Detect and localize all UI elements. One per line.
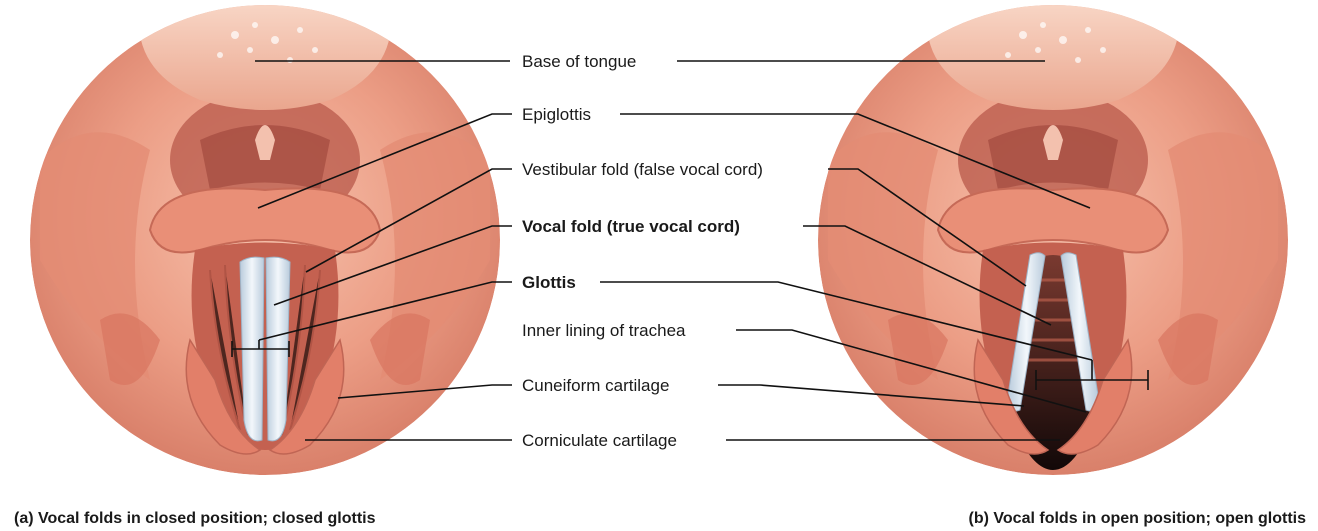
panel-b-illustration [818,0,1288,475]
label-cuneiform: Cuneiform cartilage [522,376,669,395]
caption-a: (a) Vocal folds in closed position; clos… [14,510,376,527]
labels: Base of tongue Epiglottis Vestibular fol… [522,52,763,450]
label-base-of-tongue: Base of tongue [522,52,636,71]
label-epiglottis: Epiglottis [522,105,591,124]
label-glottis: Glottis [522,273,576,292]
label-vestibular-fold: Vestibular fold (false vocal cord) [522,160,763,179]
panel-a-illustration [30,0,500,475]
label-vocal-fold: Vocal fold (true vocal cord) [522,217,740,236]
caption-b: (b) Vocal folds in open position; open g… [969,510,1307,527]
label-inner-lining: Inner lining of trachea [522,321,686,340]
label-corniculate: Corniculate cartilage [522,431,677,450]
